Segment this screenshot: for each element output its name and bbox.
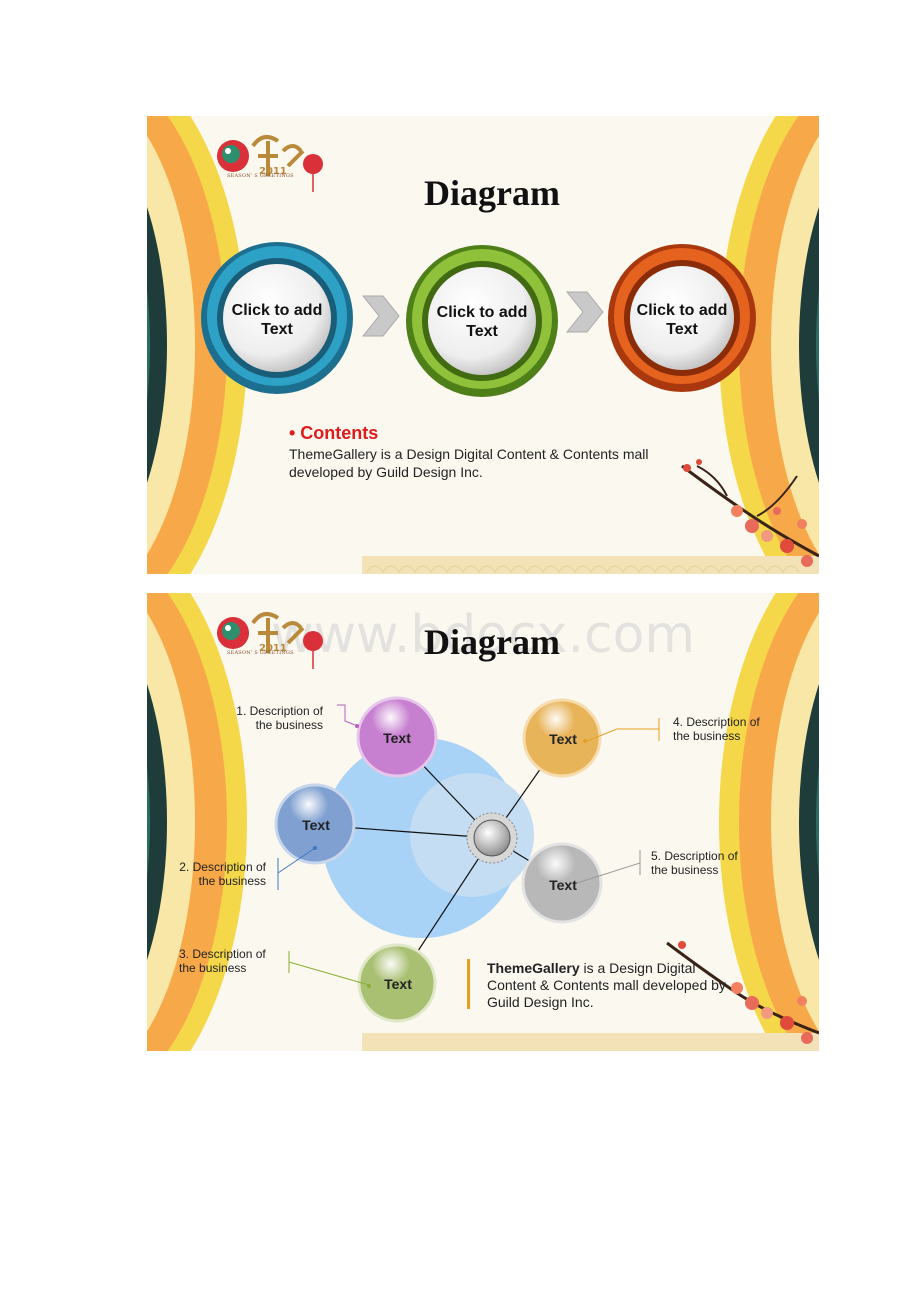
slide-2: www.bdocx.com 2011 SEASON’ S GREETINGS D… bbox=[147, 593, 819, 1051]
logo-year: 2011 bbox=[259, 166, 287, 177]
ball-1 bbox=[356, 696, 438, 778]
watermark: www.bdocx.com bbox=[270, 605, 696, 665]
ball-2-label[interactable]: Text bbox=[549, 731, 577, 747]
logo-year: 2011 bbox=[259, 643, 287, 654]
description-4: 4. Description of the business bbox=[673, 715, 760, 743]
step-1-label[interactable]: Click to add Text bbox=[231, 302, 323, 338]
description-2: 2. Description of the business bbox=[172, 860, 266, 888]
theme-gallery-brand: ThemeGallery bbox=[487, 960, 580, 976]
plum-blossom-decoration bbox=[681, 459, 819, 567]
description-4-line2: the business bbox=[673, 729, 741, 743]
ball-4 bbox=[521, 842, 603, 924]
ball-4-label[interactable]: Text bbox=[549, 877, 577, 893]
logo-caption: SEASON’ S GREETINGS bbox=[227, 650, 294, 656]
arrow-1-icon bbox=[361, 295, 400, 337]
ball-3-label[interactable]: Text bbox=[302, 817, 330, 833]
description-3-line2: the business bbox=[179, 961, 247, 975]
season-greetings-logo: 2011 bbox=[217, 612, 323, 669]
description-5-line2: the business bbox=[651, 863, 719, 877]
theme-gallery-text: ThemeGallery is a Design Digital Content… bbox=[487, 960, 747, 1011]
logo-caption: SEASON’ S GREETINGS bbox=[227, 173, 294, 179]
ring-1 bbox=[201, 242, 353, 394]
description-4-line1: 4. Description of bbox=[673, 715, 760, 729]
description-3-line1: 3. Description of bbox=[179, 947, 266, 961]
page-title: Diagram bbox=[424, 173, 560, 213]
page-title: Diagram bbox=[424, 622, 560, 662]
description-5: 5. Description of the business bbox=[651, 849, 738, 877]
ball-5-label[interactable]: Text bbox=[384, 976, 412, 992]
description-2-line1: 2. Description of bbox=[179, 860, 266, 874]
plum-blossom-decoration bbox=[666, 941, 819, 1044]
slide-background bbox=[147, 593, 819, 1051]
ball-5 bbox=[357, 943, 437, 1023]
theme-gallery-description: is a Design Digital Content & Contents m… bbox=[487, 960, 726, 1010]
description-1-line2: the business bbox=[255, 718, 323, 732]
slide-background bbox=[147, 116, 819, 574]
season-greetings-logo: 2011 bbox=[217, 135, 323, 192]
description-1-line1: 1. Description of bbox=[236, 704, 323, 718]
ball-3 bbox=[274, 783, 356, 865]
arrow-2-icon bbox=[565, 291, 604, 333]
step-2-label[interactable]: Click to add Text bbox=[436, 304, 528, 340]
ring-2 bbox=[406, 245, 558, 397]
ring-3 bbox=[608, 244, 756, 392]
contents-heading: • Contents bbox=[289, 423, 379, 443]
step-3-label[interactable]: Click to add Text bbox=[636, 302, 728, 338]
description-3: 3. Description of the business bbox=[179, 947, 266, 975]
contents-body: ThemeGallery is a Design Digital Content… bbox=[289, 446, 649, 480]
description-5-line1: 5. Description of bbox=[651, 849, 738, 863]
description-2-line2: the business bbox=[198, 874, 266, 888]
ball-1-label[interactable]: Text bbox=[383, 730, 411, 746]
description-1: 1. Description of the business bbox=[229, 704, 323, 732]
slide-1: 2011 SEASON’ S GREETINGS Diagram Click t… bbox=[147, 116, 819, 574]
ball-2 bbox=[522, 698, 602, 778]
